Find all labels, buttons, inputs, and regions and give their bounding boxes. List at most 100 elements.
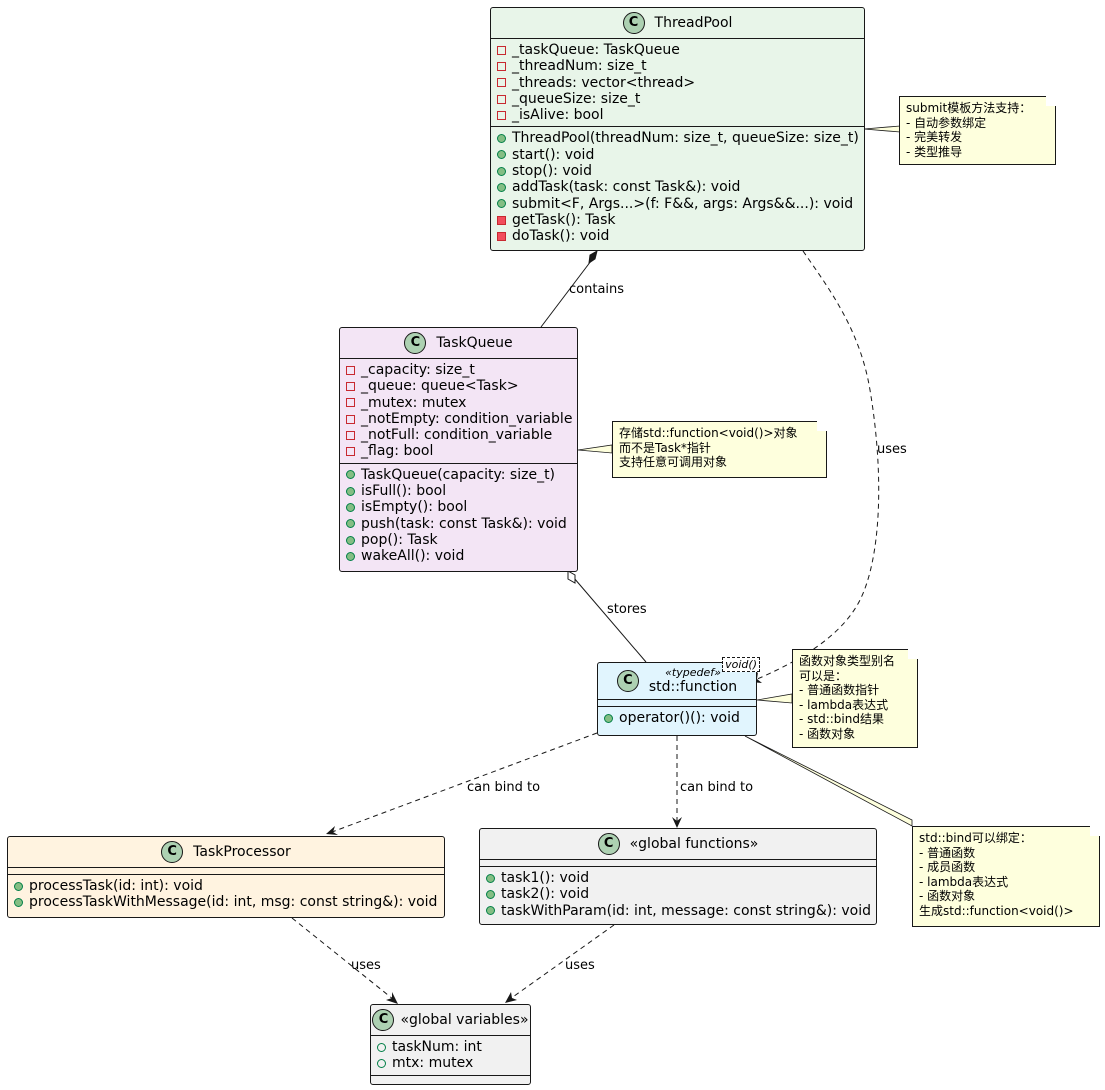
edge-label-uses-processor: uses: [351, 958, 381, 973]
public-icon: [346, 486, 355, 496]
private-icon: [497, 78, 506, 88]
private-icon: [497, 110, 506, 120]
public-icon: [497, 166, 506, 176]
note-connector-submit: [863, 125, 901, 133]
public-icon: [497, 199, 506, 209]
public-icon: [346, 503, 355, 513]
public-icon: [346, 535, 355, 545]
arrowhead: [505, 992, 517, 1003]
fields-section: taskNum: int mtx: mutex: [371, 1036, 530, 1076]
field-row: _queue: queue<Task>: [346, 378, 571, 394]
class-header: C «global variables»: [371, 1005, 530, 1036]
method-row: doTask(): void: [497, 228, 858, 244]
edge-label-contains: contains: [569, 282, 625, 297]
fields-section: [598, 700, 756, 707]
field-row: _capacity: size_t: [346, 362, 571, 378]
field-row: _queueSize: size_t: [497, 91, 858, 107]
fields-section: _taskQueue: TaskQueue _threadNum: size_t…: [491, 39, 864, 128]
method-row: operator()(): void: [604, 710, 750, 726]
class-stereotype: «typedef»: [665, 666, 721, 679]
note-connector-alias: [756, 693, 793, 704]
edge-label-stores: stores: [607, 602, 647, 617]
edge-stores: [573, 577, 647, 663]
private-icon: [497, 45, 506, 55]
method-row: pop(): Task: [346, 532, 571, 548]
public-icon: [377, 1058, 386, 1068]
method-row: addTask(task: const Task&): void: [497, 179, 858, 195]
public-icon: [346, 470, 355, 480]
method-row: TaskQueue(capacity: size_t): [346, 467, 571, 483]
field-row: _isAlive: bool: [497, 107, 858, 123]
note-fold: [1090, 826, 1100, 836]
method-row: ThreadPool(threadNum: size_t, queueSize:…: [497, 130, 859, 146]
method-row: push(task: const Task&): void: [346, 516, 571, 532]
note-fold: [817, 421, 827, 431]
edge-bind-processor: [331, 732, 598, 833]
edge-label-bind-processor: can bind to: [467, 780, 541, 795]
field-row: _threadNum: size_t: [497, 58, 858, 74]
public-icon: [346, 551, 355, 561]
public-icon: [14, 897, 23, 907]
class-name: «global functions»: [629, 835, 759, 852]
methods-section: ThreadPool(threadNum: size_t, queueSize:…: [491, 127, 864, 247]
methods-section: TaskQueue(capacity: size_t) isFull(): bo…: [340, 464, 577, 568]
methods-section: task1(): void task2(): void taskWithPara…: [480, 867, 876, 922]
class-std-function[interactable]: C «typedef» std::function void() operato…: [597, 657, 760, 736]
class-c-icon: C: [616, 670, 639, 692]
public-icon: [377, 1042, 386, 1052]
class-global-functions[interactable]: C «global functions» task1(): void task2…: [479, 828, 877, 925]
public-icon: [497, 150, 506, 160]
method-row: task1(): void: [486, 870, 870, 886]
field-row: _taskQueue: TaskQueue: [497, 42, 858, 58]
note-fold: [1046, 96, 1056, 106]
private-icon: [497, 215, 506, 225]
class-taskqueue[interactable]: C TaskQueue _capacity: size_t _queue: qu…: [339, 327, 578, 572]
method-row: getTask(): Task: [497, 212, 858, 228]
private-icon: [346, 414, 355, 424]
private-icon: [497, 231, 506, 241]
class-name: std::function: [648, 679, 738, 695]
edge-contains: [540, 256, 595, 328]
class-header: C ThreadPool: [491, 8, 864, 39]
class-title-block: «typedef» std::function: [648, 666, 738, 696]
private-icon: [346, 365, 355, 375]
class-name: TaskProcessor: [193, 843, 291, 860]
edge-label-bind-globals: can bind to: [680, 780, 754, 795]
aggregation-diamond: [567, 570, 576, 584]
class-c-icon: C: [404, 332, 427, 354]
fields-section: _capacity: size_t _queue: queue<Task> _m…: [340, 359, 577, 464]
public-icon: [497, 134, 506, 144]
edge-uses-function: [754, 250, 880, 681]
note-alias: 函数对象类型别名 可以是： - 普通函数指针 - lambda表达式 - std…: [792, 649, 918, 748]
field-row: taskNum: int: [377, 1039, 524, 1055]
private-icon: [346, 447, 355, 457]
note-submit: submit模板方法支持： - 自动参数绑定 - 完美转发 - 类型推导: [899, 96, 1056, 165]
note-bind: std::bind可以绑定： - 普通函数 - 成员函数 - lambda表达式…: [912, 826, 1100, 927]
class-header: C TaskProcessor: [8, 837, 444, 868]
class-header: C «global functions»: [480, 829, 876, 860]
class-c-icon: C: [161, 841, 184, 863]
method-row: processTask(id: int): void: [14, 878, 438, 894]
public-icon: [604, 713, 613, 723]
methods-section: processTask(id: int): void processTaskWi…: [8, 875, 444, 914]
edge-uses-processor: [291, 917, 394, 1000]
arrowhead: [326, 826, 338, 835]
field-row: _mutex: mutex: [346, 395, 571, 411]
class-name: «global variables»: [400, 1011, 529, 1028]
method-row: processTaskWithMessage(id: int, msg: con…: [14, 894, 438, 910]
class-global-variables[interactable]: C «global variables» taskNum: int mtx: m…: [370, 1004, 531, 1085]
method-row: taskWithParam(id: int, message: const st…: [486, 903, 871, 919]
class-threadpool[interactable]: C ThreadPool _taskQueue: TaskQueue _thre…: [490, 7, 865, 251]
public-icon: [497, 183, 506, 193]
class-taskprocessor[interactable]: C TaskProcessor processTask(id: int): vo…: [7, 836, 445, 918]
private-icon: [346, 398, 355, 408]
public-icon: [486, 873, 495, 883]
edge-uses-globals: [509, 924, 615, 1000]
arrowhead: [672, 817, 682, 828]
method-row: isEmpty(): bool: [346, 499, 571, 515]
field-row: _notFull: condition_variable: [346, 427, 571, 443]
note-fold: [908, 649, 918, 659]
methods-section: [371, 1076, 530, 1082]
method-row: submit<F, Args...>(f: F&&, args: Args&&.…: [497, 196, 858, 212]
template-parameter: void(): [722, 657, 760, 672]
